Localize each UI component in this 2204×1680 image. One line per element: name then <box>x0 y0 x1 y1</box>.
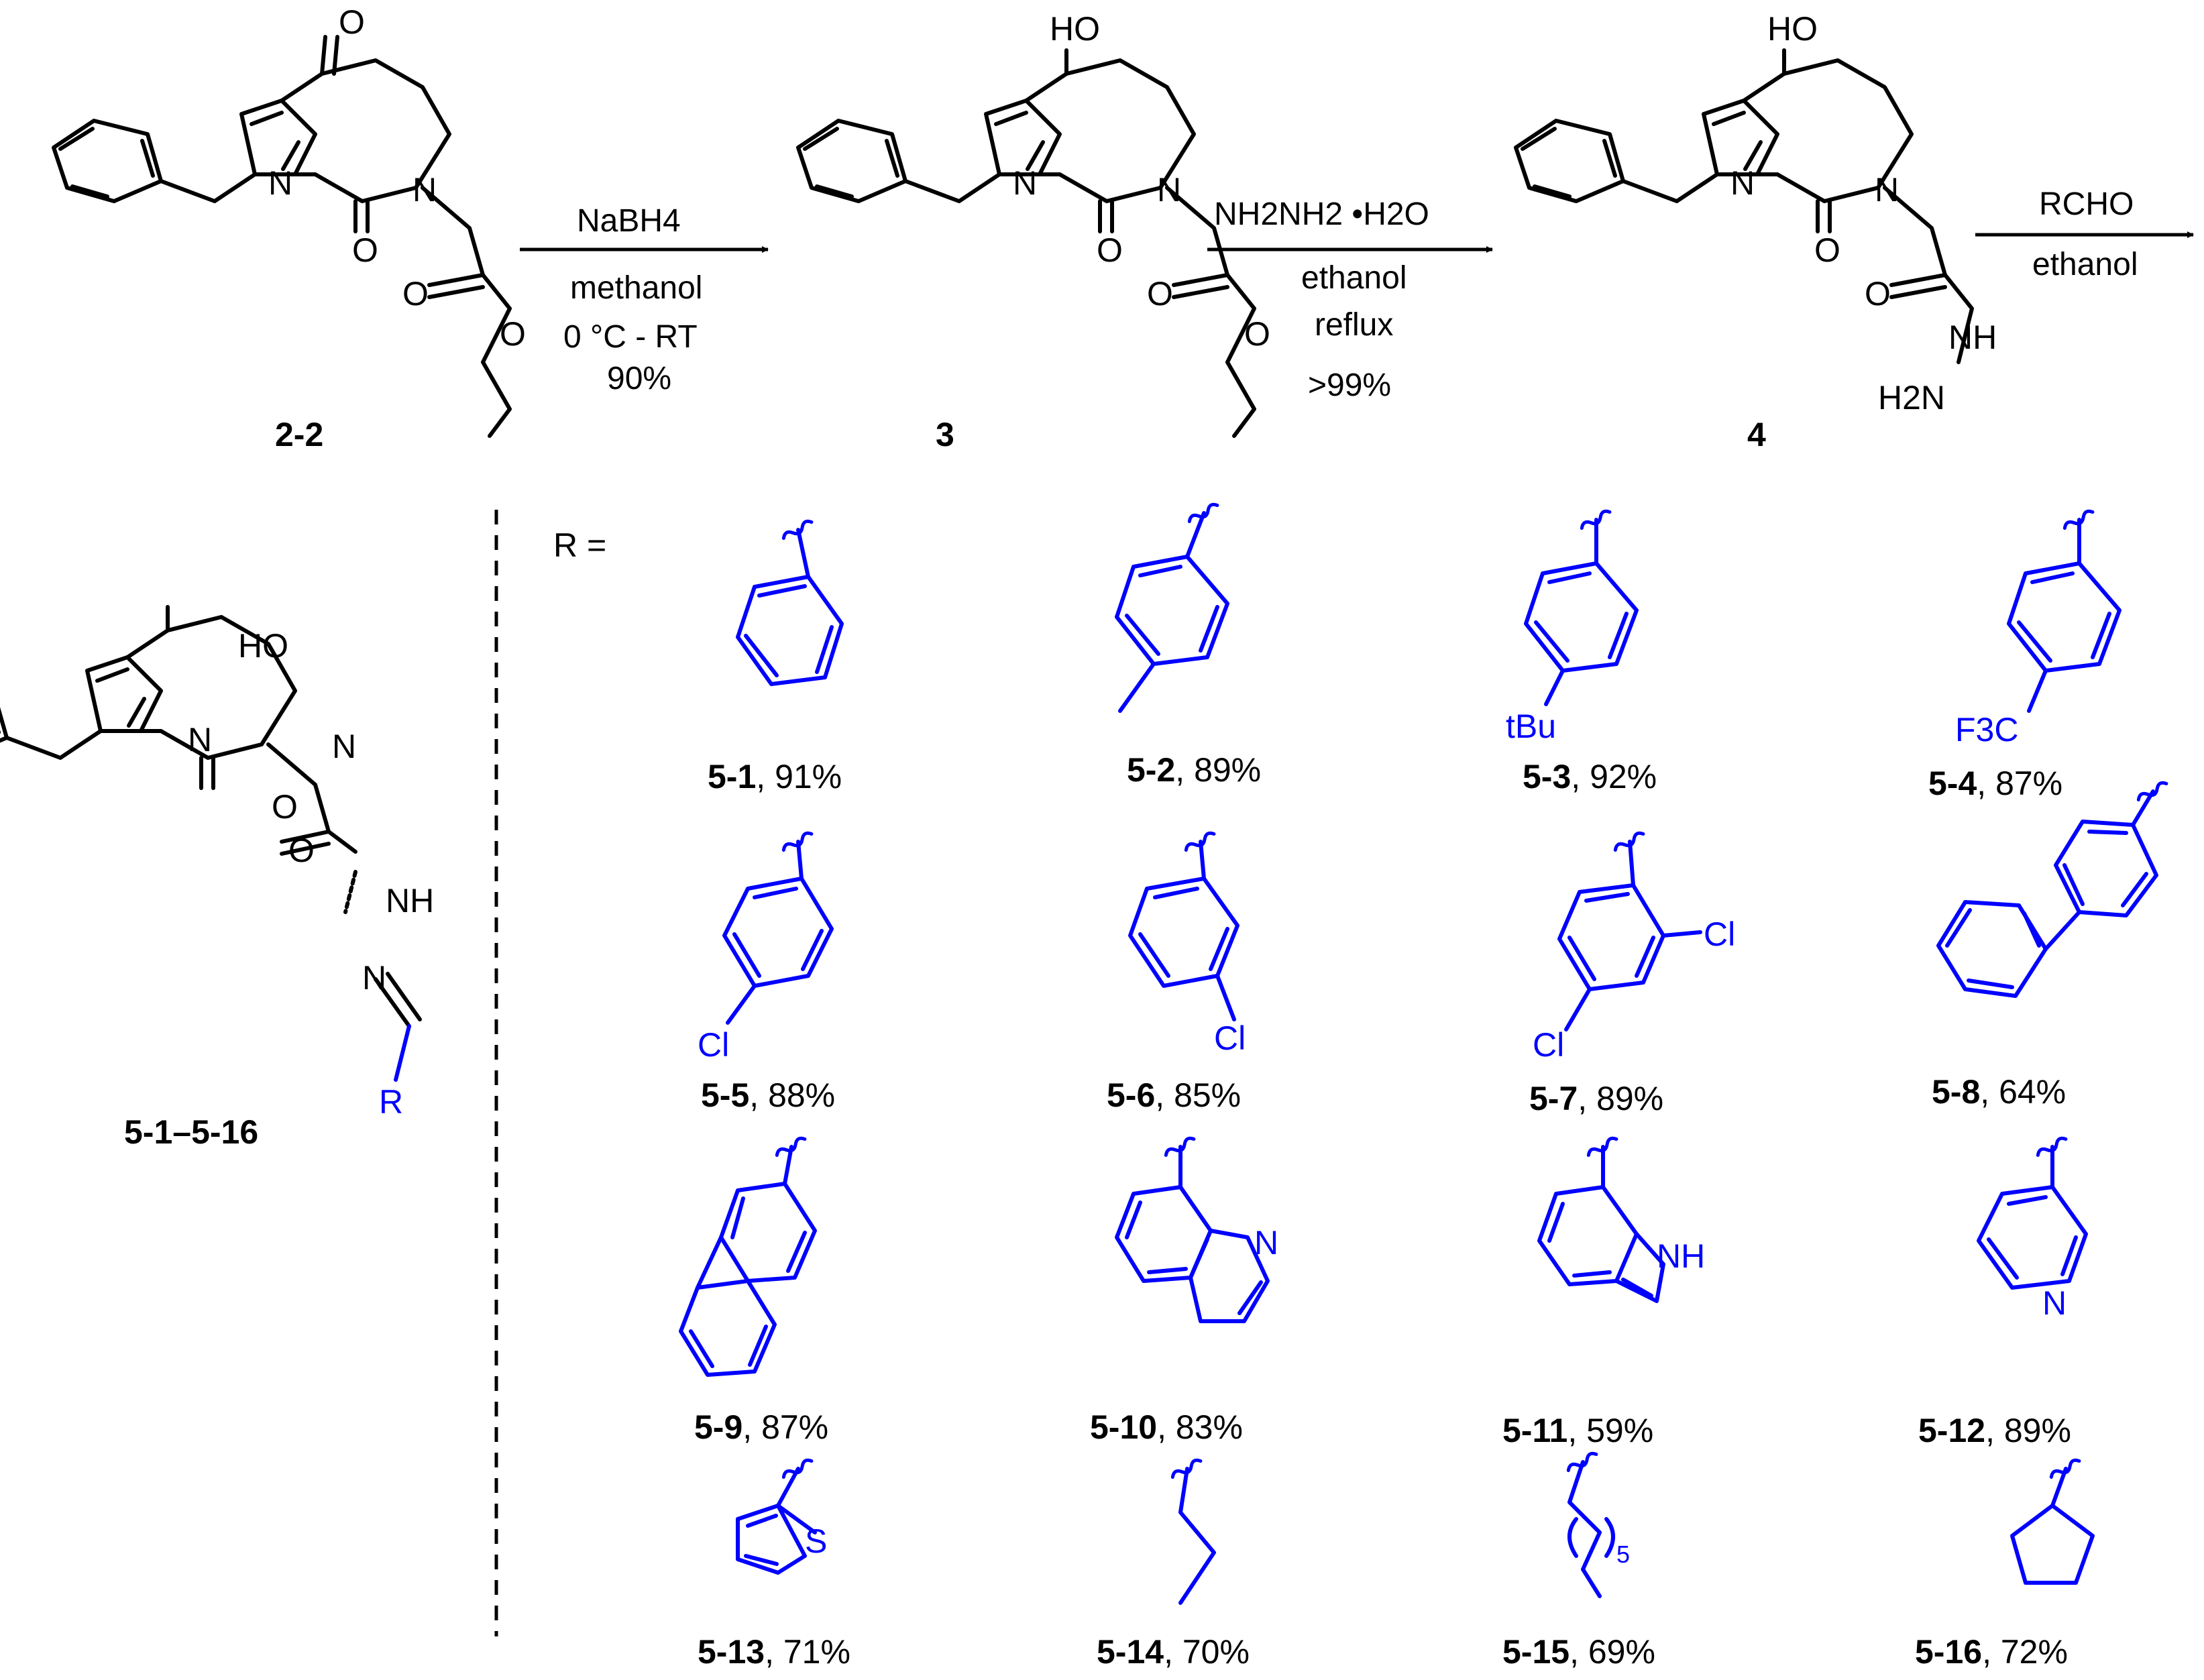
label-5-15: 5-15, 69% <box>1502 1633 1655 1671</box>
step2-yield: >99% <box>1308 368 1391 403</box>
c22-pyrrole-n: N <box>268 164 292 202</box>
c22-amide-o: O <box>352 231 378 269</box>
c4-hydrazide-o: O <box>1865 275 1891 313</box>
label-5-8: 5-8, 64% <box>1932 1073 2066 1111</box>
product-5-imine-bond <box>374 972 422 1028</box>
r-group-5-13 <box>736 1458 817 1575</box>
step1-temperature: 0 °C - RT <box>563 319 698 355</box>
label-5-11: 5-11, 59% <box>1502 1412 1653 1449</box>
r-group-5-11 <box>1537 1136 1665 1303</box>
r-group-5-15 <box>1566 1451 1615 1598</box>
label-5-1: 5-1, 91% <box>708 758 842 795</box>
c22-ester-o1: O <box>402 275 429 313</box>
r-group-5-6 <box>1128 831 1239 1021</box>
step1-reagent: NaBH4 <box>577 203 681 239</box>
c4-hydrazide-nh2: H2N <box>1878 379 1945 416</box>
c5-amide-o: O <box>272 788 298 826</box>
step1-solvent: methanol <box>570 270 702 306</box>
c4-amide-n: N <box>1875 171 1899 209</box>
subst-s-5-13: S <box>805 1522 827 1560</box>
c5-hydrazone-o: O <box>288 832 315 869</box>
r-group-5-7 <box>1557 831 1702 1031</box>
step1-yield: 90% <box>607 361 671 396</box>
c3-amide-n: N <box>1157 171 1181 209</box>
c5-hydrazone-nh: NH <box>386 882 434 919</box>
c22-amide-n: N <box>412 171 437 209</box>
r-group-5-1 <box>736 519 844 686</box>
label-5-4: 5-4, 87% <box>1928 765 2062 802</box>
subst-cl-5-5: Cl <box>698 1026 729 1064</box>
c3-ester-o1: O <box>1147 275 1173 313</box>
c5-r-group: R <box>379 1083 403 1121</box>
c5-hydrazone-n: N <box>362 959 386 997</box>
step3-reagent: RCHO <box>2039 186 2134 222</box>
subst-tbu: tBu <box>1506 708 1556 745</box>
r-equals-label: R = <box>553 526 606 564</box>
subst-cl-5-7b: Cl <box>1533 1026 1564 1064</box>
compound-label-2-2: 2-2 <box>275 416 323 453</box>
c3-ester-o2: O <box>1244 315 1270 353</box>
subst-repeat-5-15: 5 <box>1616 1541 1630 1568</box>
c3-hydroxyl: HO <box>1050 10 1100 48</box>
label-5-6: 5-6, 85% <box>1107 1076 1241 1114</box>
subst-cl-5-7a: Cl <box>1704 915 1735 953</box>
product-5-r-bond <box>394 1024 411 1082</box>
label-5-12: 5-12, 89% <box>1918 1412 2071 1449</box>
compound-4-structure <box>1514 48 1974 364</box>
compound-3-structure <box>796 48 1256 438</box>
c3-amide-o: O <box>1097 231 1123 269</box>
c22-ester-o2: O <box>500 315 526 353</box>
compound-2-2-structure <box>52 35 512 438</box>
label-5-14: 5-14, 70% <box>1097 1633 1250 1671</box>
subst-n-5-12: N <box>2042 1284 2067 1322</box>
label-5-10: 5-10, 83% <box>1090 1408 1243 1446</box>
compound-label-5: 5-1–5-16 <box>124 1113 258 1151</box>
subst-nh-5-11: NH <box>1657 1237 1705 1275</box>
label-5-5: 5-5, 88% <box>701 1076 835 1114</box>
label-5-3: 5-3, 92% <box>1523 758 1657 795</box>
r-group-5-5 <box>722 831 834 1025</box>
c5-hydroxyl: HO <box>238 627 288 665</box>
label-5-13: 5-13, 71% <box>698 1633 850 1671</box>
step2-reagent: NH2NH2 •H2O <box>1214 197 1429 232</box>
r-group-5-8 <box>1936 781 2168 998</box>
r-group-5-10 <box>1115 1136 1270 1323</box>
subst-cl-5-6: Cl <box>1214 1019 1246 1057</box>
c3-pyrrole-n: N <box>1013 164 1037 202</box>
step2-condition: reflux <box>1315 307 1393 343</box>
subst-n-5-10: N <box>1254 1224 1278 1262</box>
c4-pyrrole-n: N <box>1730 164 1755 202</box>
step3-solvent: ethanol <box>2032 247 2138 282</box>
c5-pyrrole-n: N <box>188 721 212 759</box>
compound-label-4: 4 <box>1747 416 1766 453</box>
r-group-5-3 <box>1524 509 1639 706</box>
subst-cf3: F3C <box>1955 711 2018 748</box>
r-group-5-9 <box>679 1136 817 1377</box>
c22-ketone-o: O <box>339 3 365 41</box>
label-5-2: 5-2, 89% <box>1127 751 1261 789</box>
r-group-5-2 <box>1115 502 1229 713</box>
c4-hydrazide-nh: NH <box>1948 319 1997 356</box>
label-5-16: 5-16, 72% <box>1915 1633 2068 1671</box>
r-group-5-4 <box>2007 509 2122 713</box>
compound-label-3: 3 <box>936 416 954 453</box>
step2-solvent: ethanol <box>1301 260 1407 296</box>
c4-hydroxyl: HO <box>1767 10 1818 48</box>
label-5-7: 5-7, 89% <box>1529 1080 1663 1117</box>
product-5-structure <box>0 605 357 914</box>
r-group-5-14 <box>1170 1458 1216 1605</box>
r-group-5-12 <box>1977 1136 2088 1290</box>
c5-amide-n: N <box>332 728 356 765</box>
r-group-5-16 <box>2010 1458 2095 1585</box>
c4-amide-o: O <box>1814 231 1840 269</box>
label-5-9: 5-9, 87% <box>694 1408 828 1446</box>
